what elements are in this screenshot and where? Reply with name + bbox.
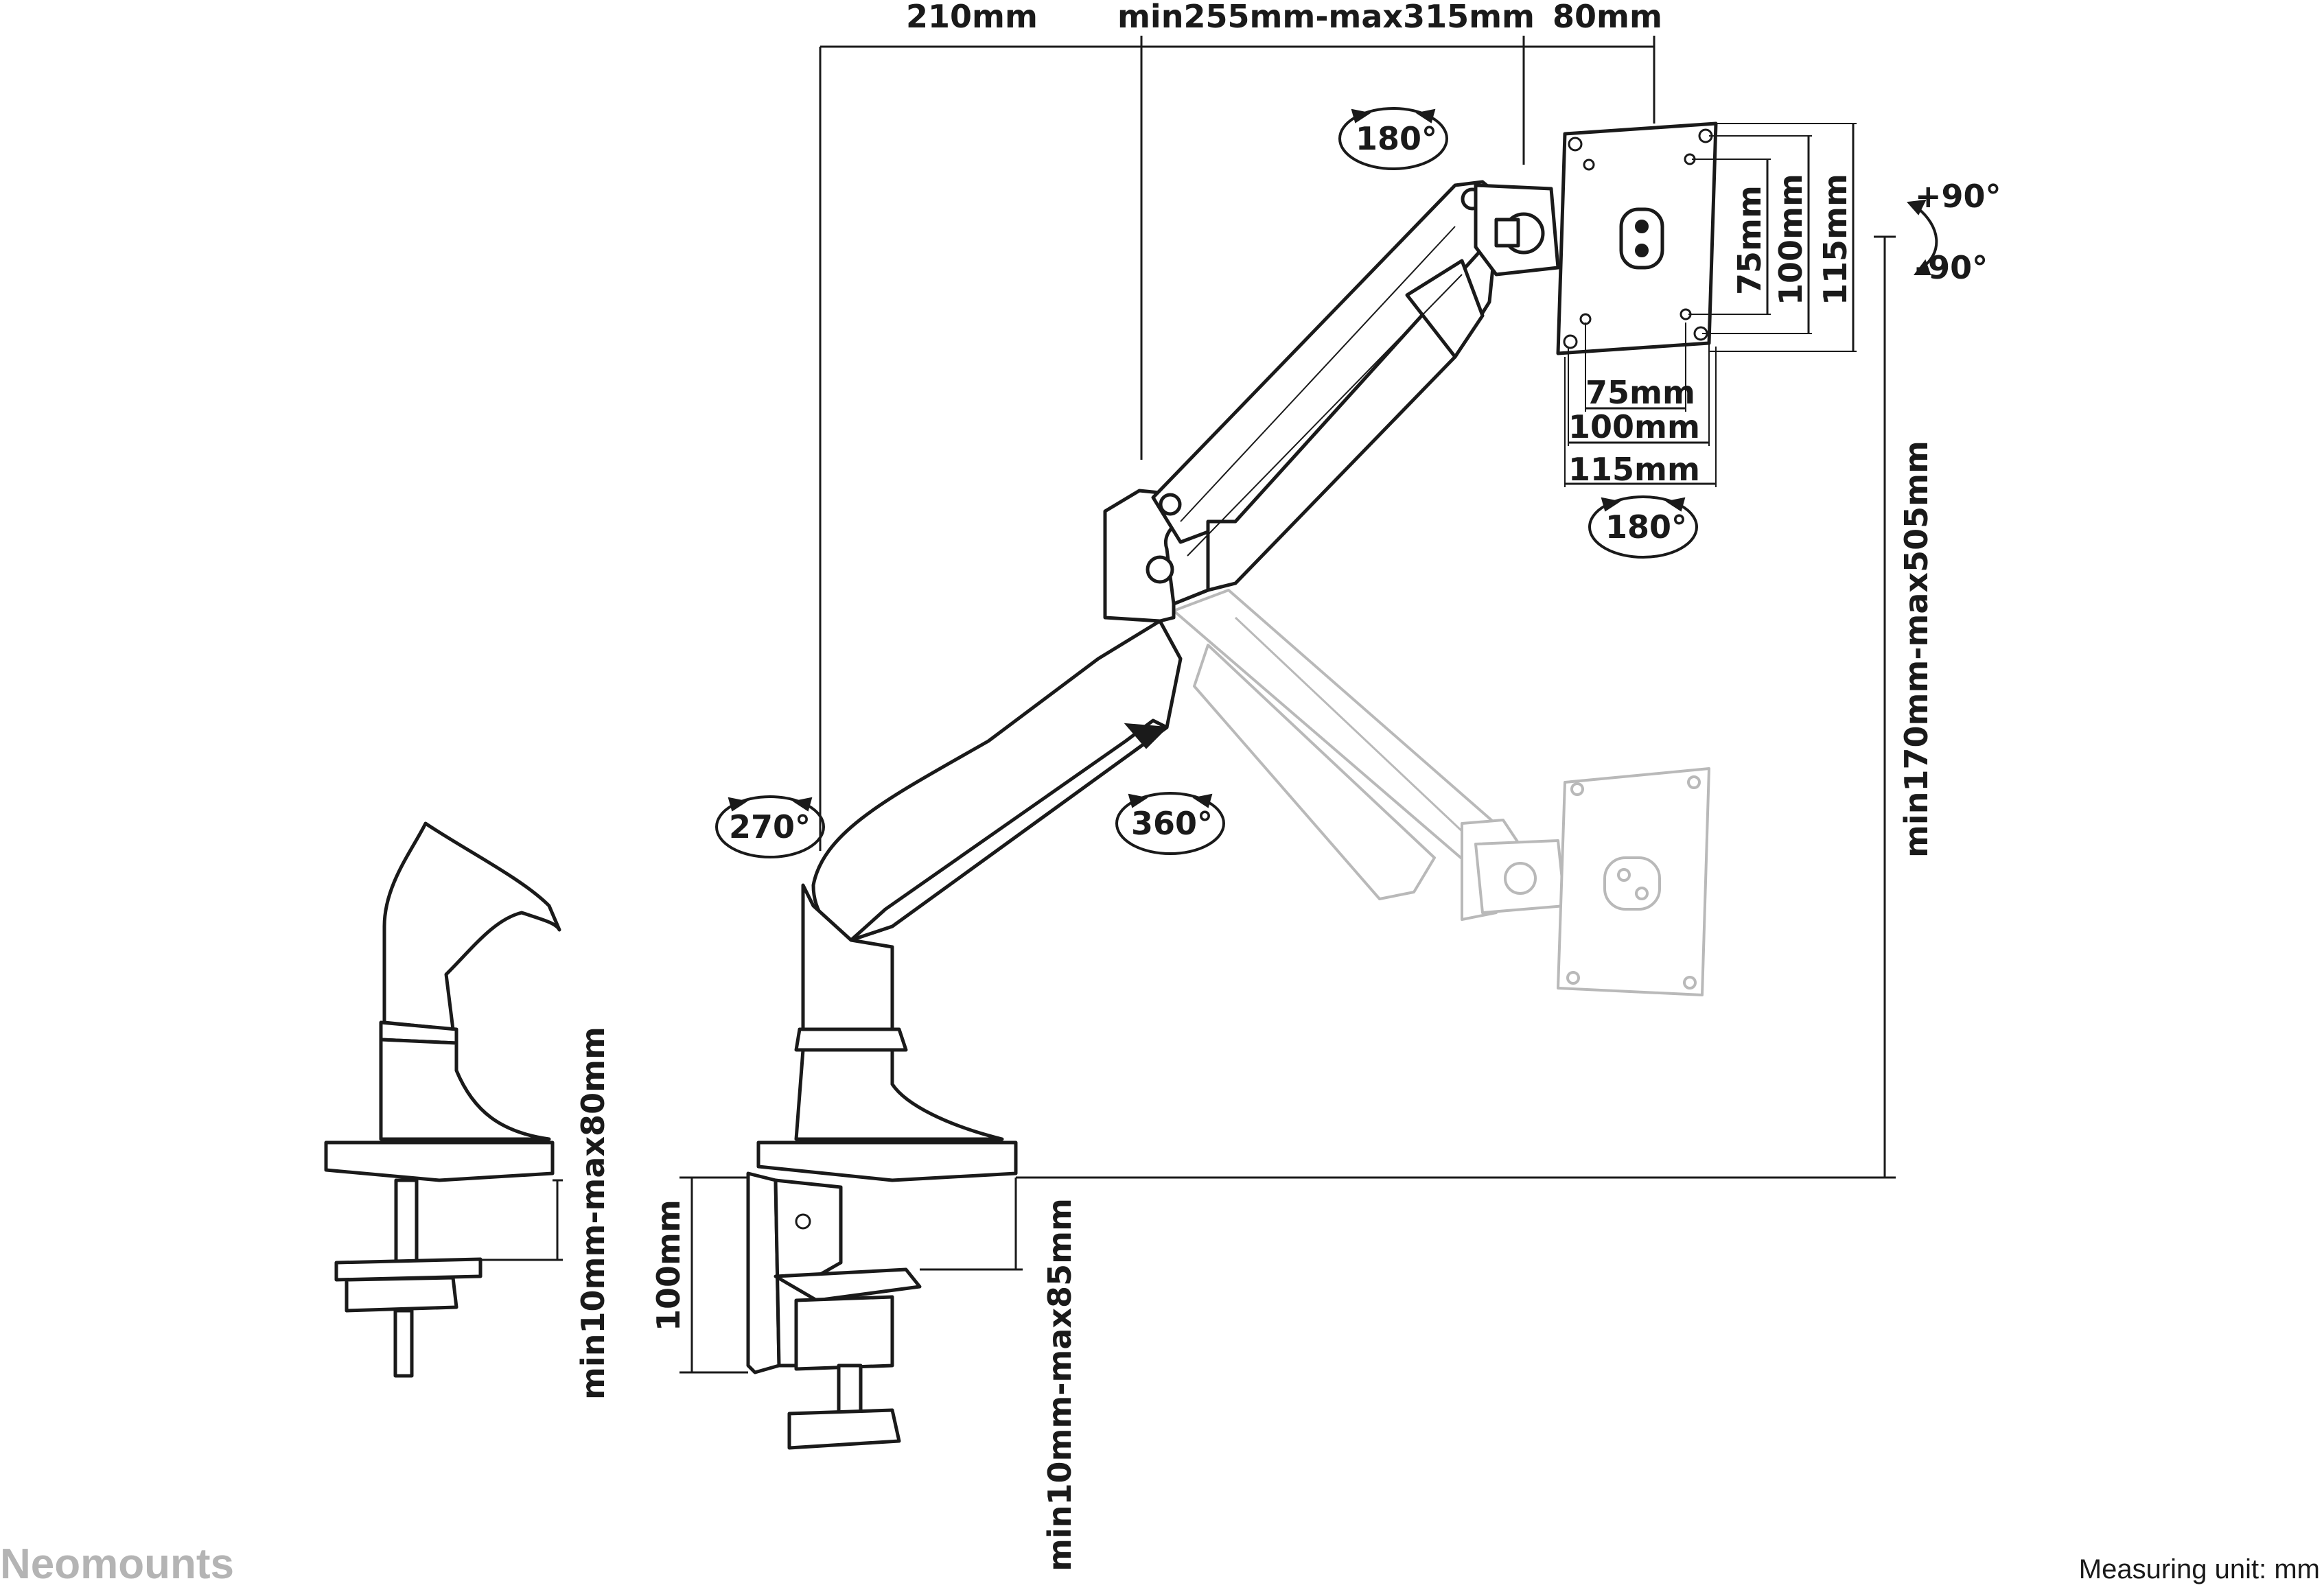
rotation-badge-tilt-top: 180° bbox=[1338, 107, 1448, 170]
monitor-arm-raised bbox=[746, 121, 1718, 1450]
rotation-arm: 360° bbox=[1131, 805, 1213, 842]
arm-lowered-ghost bbox=[1172, 589, 1710, 996]
brand-logo: Neomounts bbox=[0, 1541, 234, 1588]
dim-vesa-v-100: 100mm bbox=[1772, 174, 1809, 305]
dim-vesa-v-115: 115mm bbox=[1817, 174, 1854, 305]
dim-vesa-h-115: 115mm bbox=[1568, 451, 1700, 488]
height-dimension-lines bbox=[1016, 235, 1896, 1179]
grommet-variant-drawing bbox=[324, 821, 561, 1378]
dim-top-head-depth: 80mm bbox=[1553, 0, 1662, 35]
measuring-unit-note: Measuring unit: mm bbox=[2079, 1554, 2320, 1584]
rotation-badge-portrait: +90° -90° bbox=[1906, 178, 2001, 286]
dim-height-range: min170mm-max505mm bbox=[1898, 441, 1935, 858]
dim-vesa-v-75: 75mm bbox=[1731, 185, 1768, 295]
rotation-badge-swivel-head: 180° bbox=[1588, 495, 1698, 559]
rotation-minus: -90° bbox=[1915, 249, 1988, 286]
rotation-badge-base: 270° bbox=[715, 795, 825, 858]
dim-top-left-reach: 210mm bbox=[906, 0, 1038, 35]
rotation-plus: +90° bbox=[1915, 178, 2001, 215]
dim-vesa-h-100: 100mm bbox=[1568, 408, 1700, 445]
clamp-dimension-lines bbox=[679, 1176, 1023, 1374]
grommet-dimension-lines bbox=[480, 1179, 563, 1261]
rotation-badge-arm: 360° bbox=[1115, 792, 1225, 855]
dim-desk-thickness-clamp: min10mm-max85mm bbox=[1041, 1198, 1078, 1571]
dim-vesa-h-75: 75mm bbox=[1585, 374, 1695, 411]
dim-top-arm-reach: min255mm-max315mm bbox=[1117, 0, 1535, 35]
top-dimension-lines bbox=[819, 36, 1655, 851]
rotation-base: 270° bbox=[729, 808, 811, 845]
dim-clamp-height: 100mm bbox=[650, 1199, 687, 1331]
rotation-tilt-top: 180° bbox=[1356, 120, 1437, 157]
dim-desk-thickness-grommet: min10mm-max80mm bbox=[574, 1027, 612, 1400]
vesa-dimension-lines bbox=[1564, 123, 1857, 487]
rotation-swivel-head: 180° bbox=[1605, 508, 1687, 546]
